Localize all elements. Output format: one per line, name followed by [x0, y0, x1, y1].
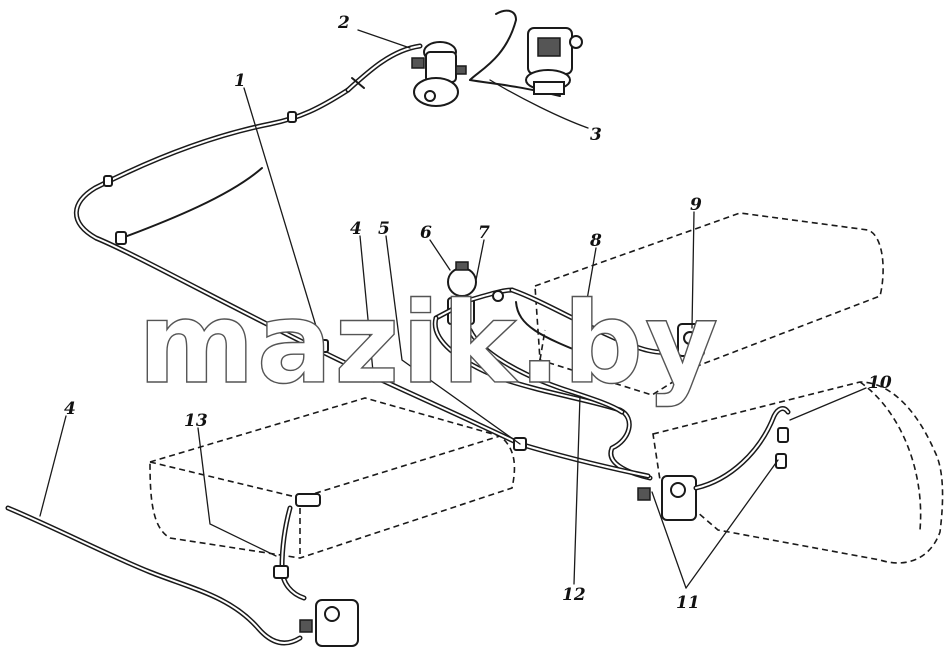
- callout-6: 6: [420, 223, 432, 243]
- callout-12: 12: [562, 585, 586, 605]
- callout-5: 5: [378, 219, 390, 239]
- fuel-line-12: [432, 315, 653, 481]
- callout-3: 3: [590, 125, 602, 145]
- callout-11: 11: [676, 593, 700, 613]
- callout-labels: 1 2 3 4 5 6 7 8 9 4 10 11 12 13: [64, 13, 892, 613]
- tank-valve-left: [299, 599, 359, 647]
- callout-4: 4: [350, 219, 362, 239]
- pipe-clip: [115, 231, 127, 245]
- carburetor: [525, 27, 583, 95]
- callout-9: 9: [690, 195, 702, 215]
- tank-valve-9: [677, 323, 705, 357]
- main-fuel-line: [73, 87, 523, 447]
- callout-10: 10: [868, 373, 892, 393]
- fuel-line-4-left: [5, 505, 303, 646]
- fuel-line-8: [509, 287, 679, 357]
- fuel-line-13: [273, 493, 321, 601]
- callout-2: 2: [337, 13, 350, 33]
- fuel-line-2: [345, 43, 423, 93]
- pipe-clip: [103, 175, 113, 187]
- junction-line: [513, 437, 651, 479]
- callout-4-left: 4: [64, 399, 76, 419]
- fuel-tank-right-front: [652, 381, 944, 564]
- pipe-clip: [287, 111, 297, 123]
- tank-valve-11: [637, 475, 697, 521]
- callout-7: 7: [478, 223, 490, 243]
- fuel-tap-assembly: [433, 261, 515, 325]
- watermark: mazik.by: [138, 279, 720, 409]
- callout-8: 8: [589, 231, 602, 251]
- leader-lines: [39, 29, 867, 589]
- fuel-line-10: [693, 406, 791, 491]
- callout-13: 13: [184, 411, 208, 431]
- fuel-pump: [411, 41, 467, 107]
- callout-1: 1: [234, 71, 246, 91]
